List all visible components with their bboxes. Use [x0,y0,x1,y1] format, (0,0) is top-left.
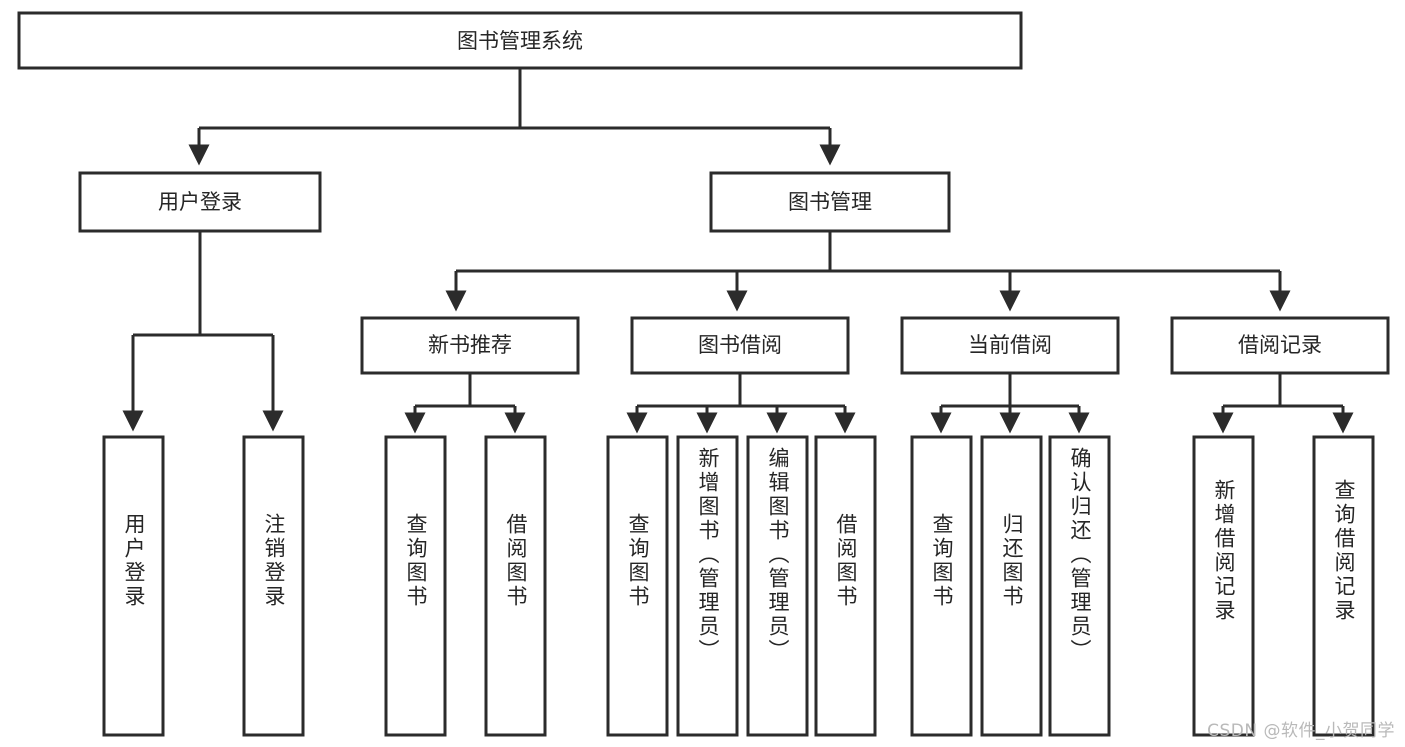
node-book-borrow[interactable]: 图书借阅 [630,316,850,375]
leaf-box-logout[interactable] [242,435,305,737]
node-user-login[interactable]: 用户登录 [78,171,322,233]
leaf-box-query-book-3[interactable] [910,435,973,737]
node-new-book-recommend[interactable]: 新书推荐 [360,316,580,375]
node-current-borrow-box[interactable] [900,316,1120,375]
node-root-system-label: 图书管理系统 [457,29,583,53]
leaf-box-confirm-return[interactable] [1048,435,1111,737]
node-borrow-record-label: 借阅记录 [1238,333,1322,357]
node-new-book-recommend-label: 新书推荐 [428,333,512,357]
node-book-management-label: 图书管理 [788,190,872,214]
node-book-borrow-box[interactable] [630,316,850,375]
node-current-borrow[interactable]: 当前借阅 [900,316,1120,375]
leaf-label-user-login: 用户登录 [122,513,146,609]
node-user-login-label: 用户登录 [158,190,242,214]
leaf-box-add-book[interactable] [676,435,739,737]
leaf-label-query-book-2: 查询图书 [626,513,650,609]
leaf-label-logout: 注销登录 [262,513,286,609]
leaf-label-add-book: 新增图书（管理员） [696,447,720,663]
leaf-label-query-record: 查询借阅记录 [1332,479,1356,623]
leaf-box-edit-book[interactable] [746,435,809,737]
node-root-system[interactable]: 图书管理系统 [17,11,1023,70]
leaf-box-query-book-2[interactable] [606,435,669,737]
node-root-system-box[interactable] [17,11,1023,70]
leaf-box-borrow-book-1[interactable] [484,435,547,737]
node-current-borrow-label: 当前借阅 [968,333,1052,357]
leaf-box-query-book-1[interactable] [384,435,447,737]
leaf-label-borrow-book-1: 借阅图书 [504,513,528,609]
leaf-label-borrow-book-2: 借阅图书 [834,513,858,609]
node-book-borrow-label: 图书借阅 [698,333,782,357]
node-borrow-record[interactable]: 借阅记录 [1170,316,1390,375]
node-new-book-recommend-box[interactable] [360,316,580,375]
leaf-label-add-record: 新增借阅记录 [1212,479,1236,623]
node-book-management[interactable]: 图书管理 [709,171,951,233]
leaf-label-query-book-3: 查询图书 [930,513,954,609]
node-borrow-record-box[interactable] [1170,316,1390,375]
csdn-watermark: CSDN @软件_小贺同学 [1207,721,1395,741]
leaf-label-query-book-1: 查询图书 [404,513,428,609]
leaf-box-query-record[interactable] [1312,435,1375,737]
leaf-label-edit-book: 编辑图书（管理员） [766,447,790,663]
leaf-box-add-record[interactable] [1192,435,1255,737]
leaf-box-user-login[interactable] [102,435,165,737]
leaf-label-confirm-return: 确认归还（管理员） [1068,447,1092,663]
leaf-box-borrow-book-2[interactable] [814,435,877,737]
node-user-login-box[interactable] [78,171,322,233]
leaf-box-return-book[interactable] [980,435,1043,737]
leaf-label-return-book: 归还图书 [1000,513,1024,609]
